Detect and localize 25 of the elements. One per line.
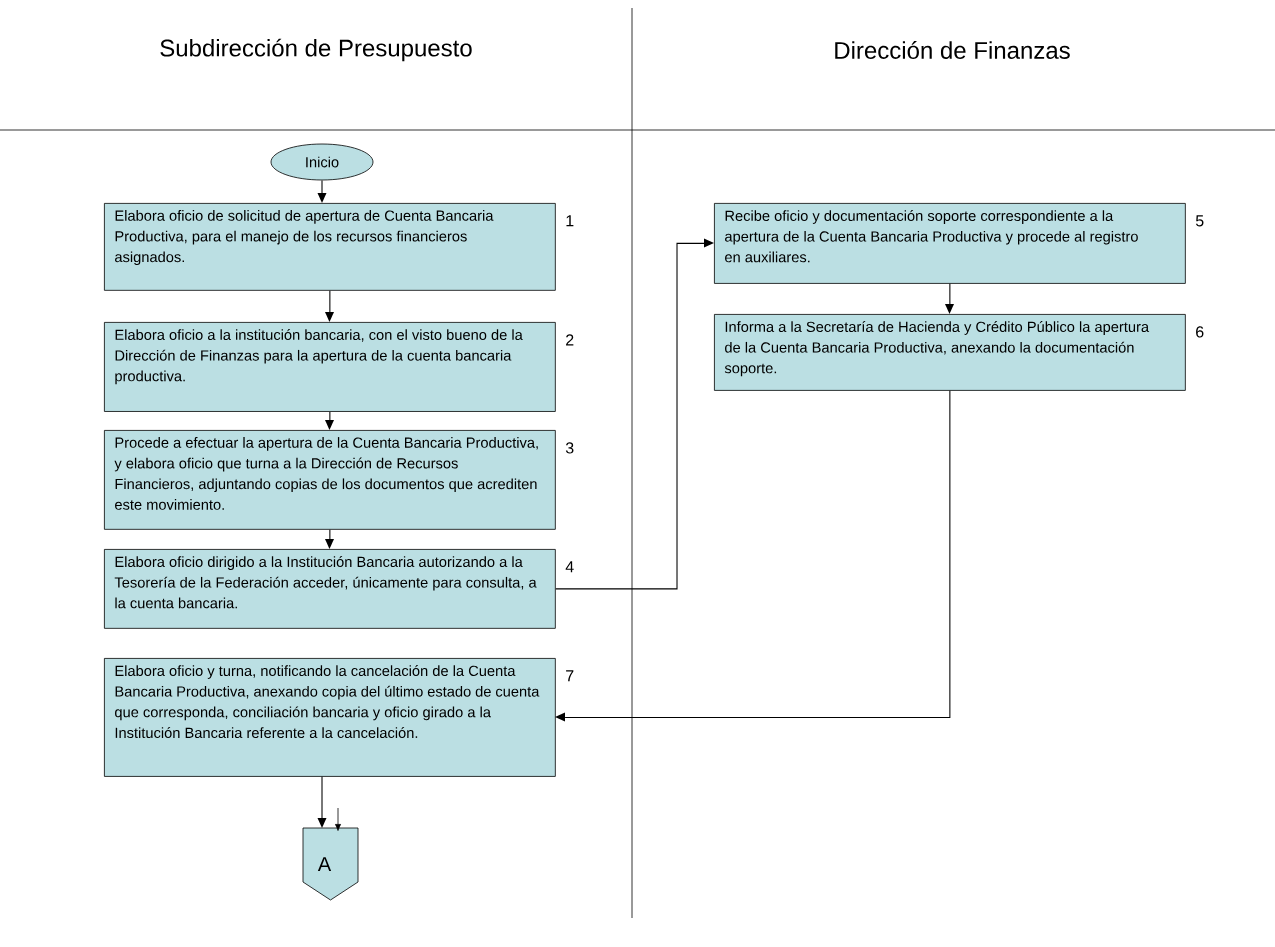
arrow (555, 238, 714, 590)
step-number: 3 (565, 442, 574, 454)
arrow (945, 283, 954, 314)
process-box: Elabora oficio dirigido a la Institución Bancaria autorizando a la Tesorería de la Federación acceder, únicamente para consulta, a la cuenta bancaria. (104, 549, 556, 629)
off-page-connector: A (302, 807, 359, 901)
arrow (317, 179, 327, 203)
process-box: Recibe oficio y documentación soporte correspondiente a la apertura de la Cuenta Bancaria Productiva y procede al registro en auxiliares. (714, 203, 1186, 284)
arrow (555, 390, 951, 722)
step-number: 2 (566, 334, 574, 346)
process-box: Elabora oficio y turna, notificando la cancelación de la Cuenta Bancaria Productiva, anexando copia del último estado de cuenta que corresponda, conciliación bancaria y oficio girado a la Institución Bancaria referente a la cancelación. (104, 658, 556, 777)
process-box: Elabora oficio de solicitud de apertura de Cuenta Bancaria Productiva, para el manejo de los recursos financieros asignados. (104, 203, 556, 291)
step-number: 4 (565, 561, 574, 573)
step-number: 7 (566, 670, 574, 682)
process-box: Informa a la Secretaría de Hacienda y Crédito Público la apertura de la Cuenta Bancaria Productiva, anexando la documentación soporte. (714, 314, 1186, 391)
lane-header: Dirección de Finanzas (835, 41, 1070, 59)
step-number: 5 (1195, 215, 1204, 227)
arrow (325, 529, 334, 549)
lane-header: Subdirección de Presupuesto (160, 38, 472, 62)
step-number: 1 (566, 215, 574, 227)
arrow (325, 411, 334, 430)
process-box: Elabora oficio a la institución bancaria, con el visto bueno de la Dirección de Finanzas para la apertura de la cuenta bancaria productiva. (104, 322, 556, 412)
arrow (325, 290, 334, 322)
arrow (317, 776, 327, 828)
step-number: 6 (1196, 326, 1204, 338)
process-box: Procede a efectuar la apertura de la Cuenta Bancaria Productiva, y elabora oficio que turna a la Dirección de Recursos Financieros, adjuntando copias de los documentos que acrediten este movimiento. (104, 430, 556, 530)
